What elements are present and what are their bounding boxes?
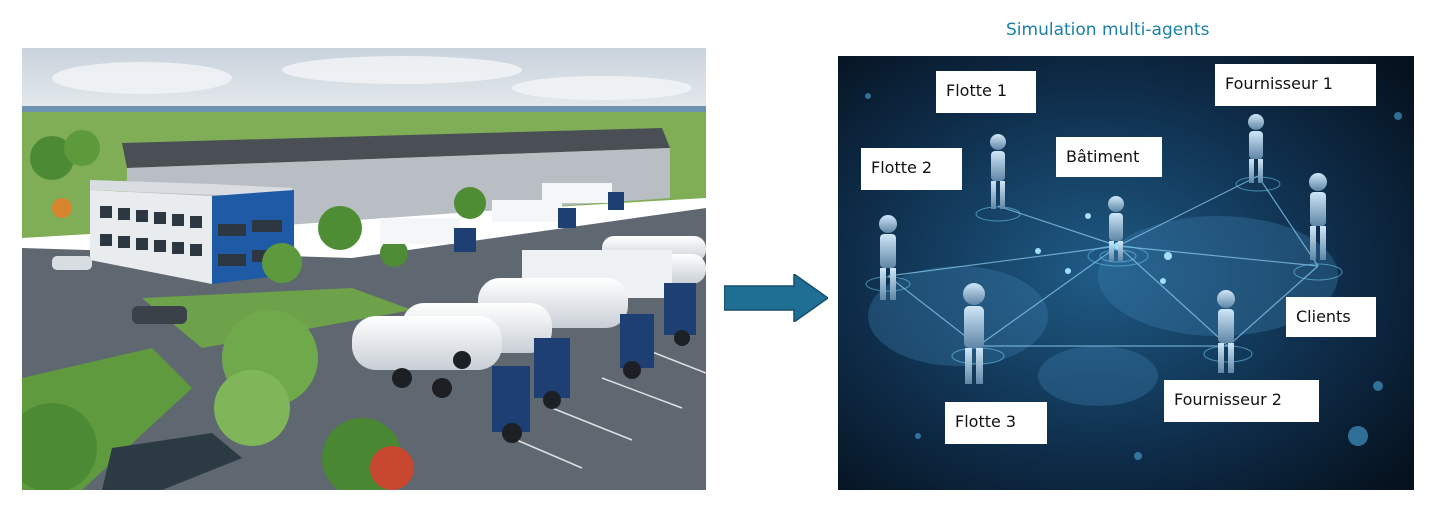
agent-label-fournisseur-2: Fournisseur 2 — [1164, 380, 1319, 422]
trees — [22, 130, 486, 490]
warehouse-roof — [122, 128, 670, 168]
multi-agent-network-illustration — [838, 56, 1414, 490]
agent-label-fournisseur-1: Fournisseur 1 — [1215, 64, 1376, 106]
agent-label-flotte-1: Flotte 1 — [936, 71, 1036, 113]
agent-label-clients: Clients — [1286, 297, 1376, 337]
simulation-title: Simulation multi-agents — [1006, 20, 1210, 40]
logistics-site-illustration — [22, 48, 706, 490]
agent-label-batiment: Bâtiment — [1056, 137, 1162, 177]
arrow-right-icon — [723, 272, 830, 327]
robot-agent-icon — [879, 114, 1327, 384]
agent-label-flotte-3: Flotte 3 — [945, 402, 1047, 444]
background-trucks — [380, 183, 624, 252]
agent-label-flotte-2: Flotte 2 — [861, 148, 962, 190]
tanker-trucks — [352, 236, 706, 443]
